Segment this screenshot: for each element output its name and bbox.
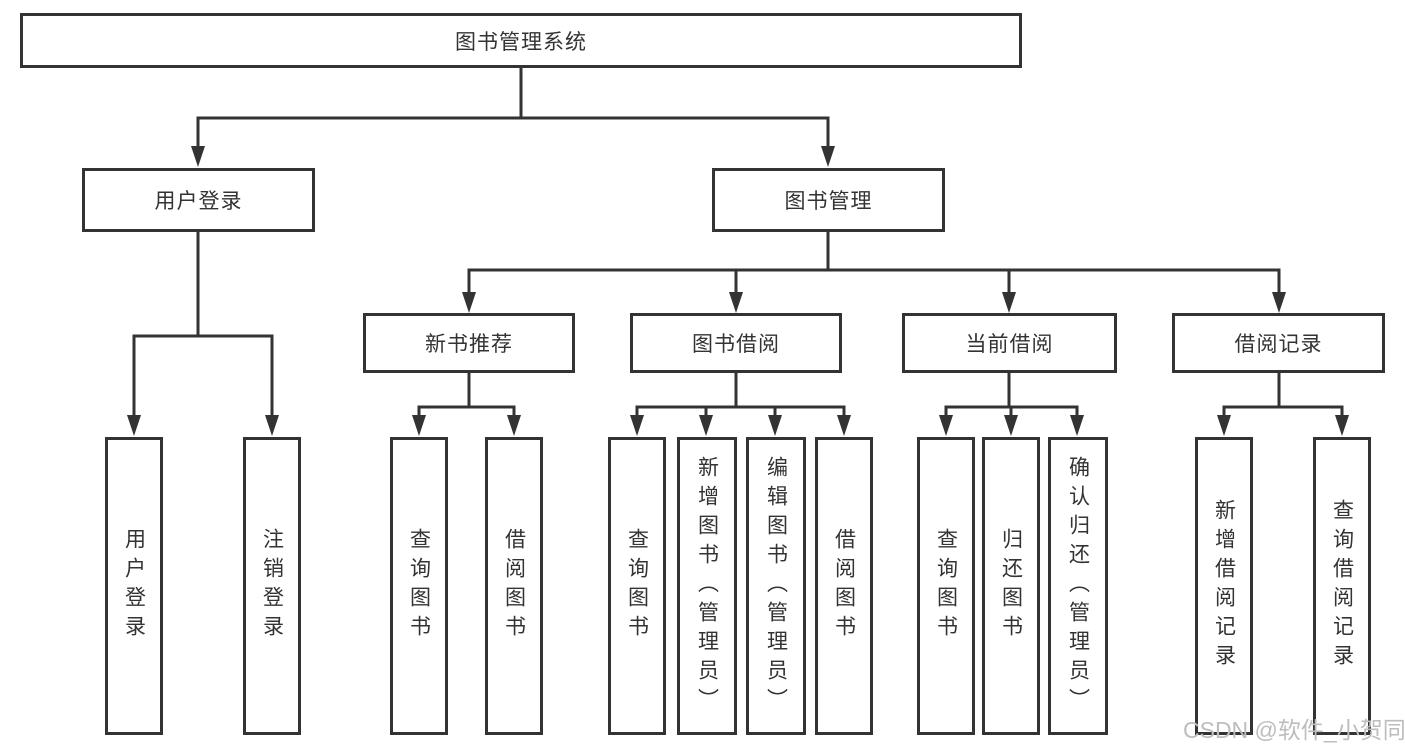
leaf-edit-book-admin: 编辑图书（管理员） [746, 437, 806, 735]
leaf-query-borrow-record: 查询借阅记录 [1313, 437, 1371, 735]
node-label: 借阅图书 [832, 528, 856, 644]
leaf-return-book: 归还图书 [982, 437, 1040, 735]
leaf-borrow-book: 借阅图书 [815, 437, 873, 735]
leaf-query-book-current: 查询图书 [917, 437, 975, 735]
node-label: 查询图书 [934, 528, 958, 644]
node-label: 注销登录 [260, 528, 284, 644]
leaf-logout: 注销登录 [243, 437, 301, 735]
node-label: 图书管理系统 [455, 30, 587, 54]
node-label: 查询图书 [407, 528, 431, 644]
node-label: 确认归还（管理员） [1066, 455, 1090, 717]
node-new-book-recommend: 新书推荐 [363, 313, 575, 373]
node-label: 新增图书（管理员） [695, 455, 719, 717]
arrowheads [127, 146, 1349, 436]
node-label: 图书借阅 [692, 333, 780, 356]
node-label: 新增借阅记录 [1212, 499, 1236, 673]
node-label: 查询图书 [625, 528, 649, 644]
node-user-login: 用户登录 [82, 168, 315, 232]
node-label: 当前借阅 [965, 333, 1054, 356]
node-label: 用户登录 [154, 190, 243, 213]
node-book-management: 图书管理 [712, 168, 945, 232]
node-label: 新书推荐 [425, 333, 513, 356]
node-label: 图书管理 [784, 190, 873, 213]
leaf-add-borrow-record: 新增借阅记录 [1195, 437, 1253, 735]
leaf-query-book-borrow: 查询图书 [608, 437, 666, 735]
node-book-borrow: 图书借阅 [630, 313, 842, 373]
leaf-user-login: 用户登录 [105, 437, 163, 735]
node-label: 编辑图书（管理员） [764, 455, 788, 717]
node-book-management-system: 图书管理系统 [20, 13, 1022, 68]
node-label: 归还图书 [999, 528, 1023, 644]
node-borrow-records: 借阅记录 [1172, 313, 1385, 373]
node-label: 借阅记录 [1234, 333, 1323, 356]
node-current-borrow: 当前借阅 [902, 313, 1117, 373]
node-label: 借阅图书 [502, 528, 526, 644]
leaf-query-book-recommend: 查询图书 [390, 437, 448, 735]
leaf-borrow-book-recommend: 借阅图书 [485, 437, 543, 735]
csdn-watermark: CSDN @软件_小贺同学 [1183, 717, 1405, 743]
node-label: 查询借阅记录 [1330, 499, 1354, 673]
leaf-confirm-return-admin: 确认归还（管理员） [1048, 437, 1108, 735]
leaf-add-book-admin: 新增图书（管理员） [677, 437, 737, 735]
node-label: 用户登录 [122, 528, 146, 644]
